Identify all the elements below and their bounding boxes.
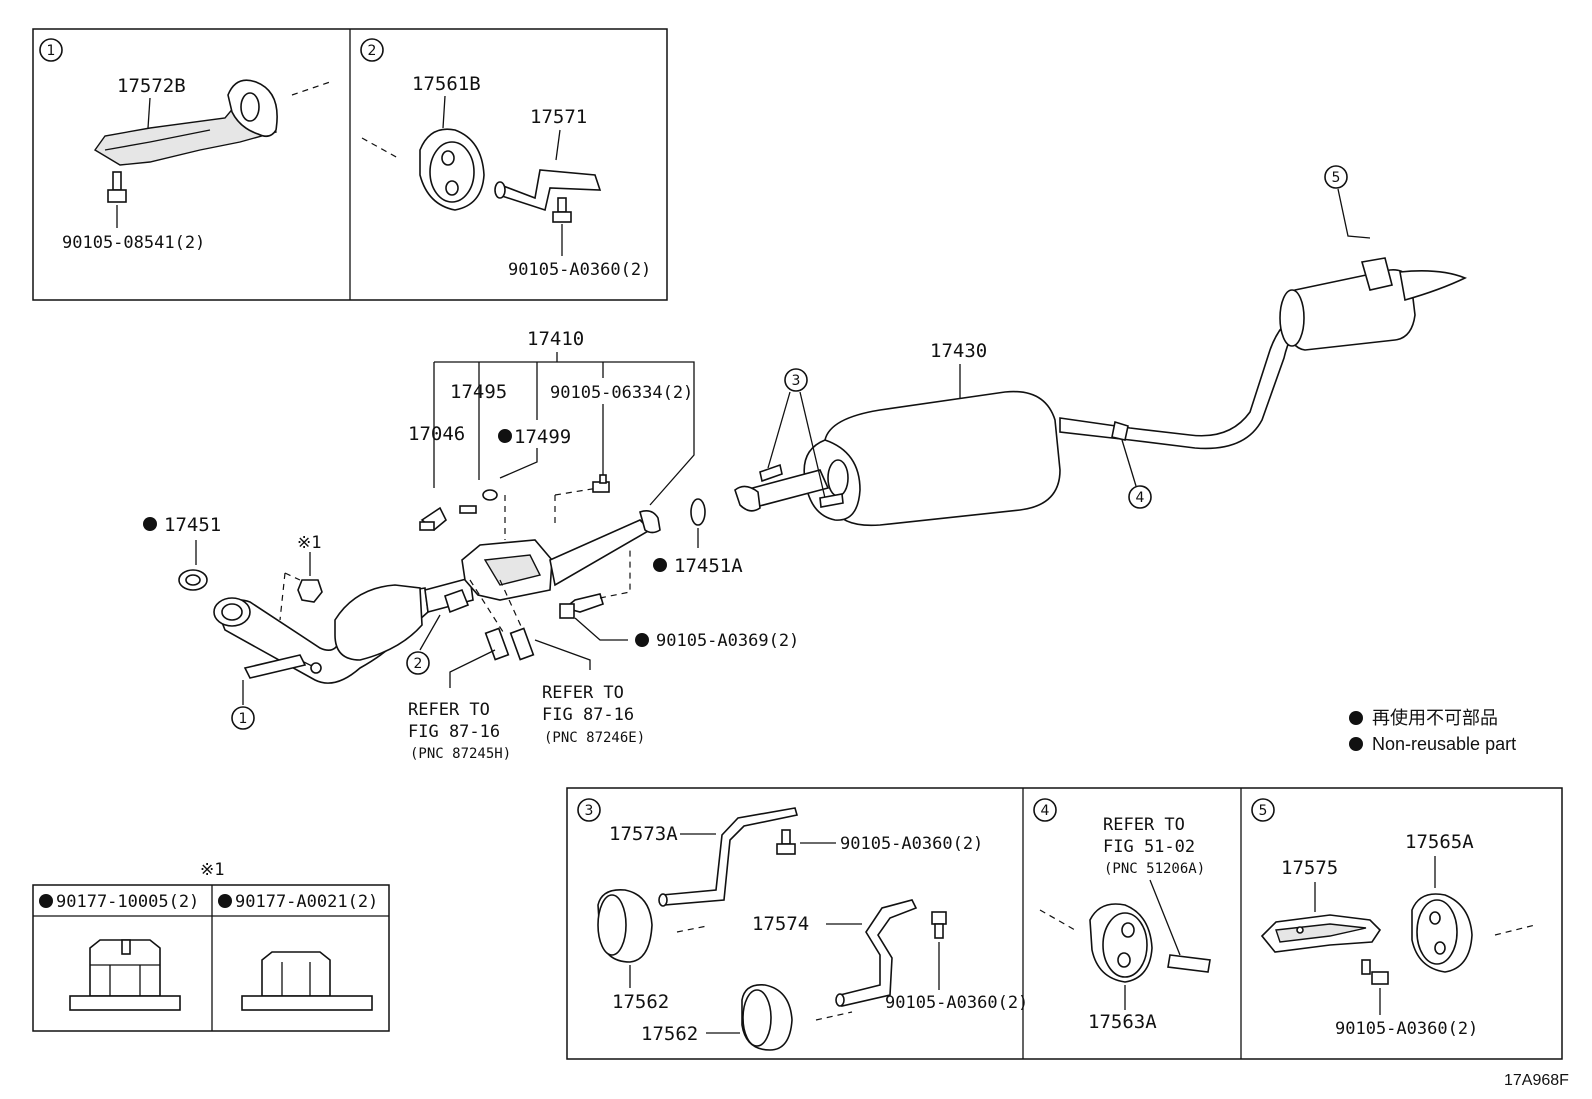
rubber-hanger-17563a-part bbox=[1089, 903, 1153, 983]
part-label-17561b[interactable]: 17561B bbox=[412, 73, 481, 95]
callout-2-main-label: 2 bbox=[414, 656, 423, 672]
flange-mid-pipe-part bbox=[461, 510, 661, 601]
rubber-hanger-17561b-part bbox=[419, 128, 485, 211]
refer-right-line2[interactable]: FIG 87-16 bbox=[542, 705, 634, 725]
legend-dot-jp bbox=[1349, 711, 1363, 725]
nut-table bbox=[32, 884, 390, 1032]
part-label-17562-a[interactable]: 17562 bbox=[612, 991, 669, 1013]
callout-3-box: 3 bbox=[577, 798, 601, 822]
callout-3-main: 3 bbox=[784, 368, 808, 392]
refer-left-line1[interactable]: REFER TO bbox=[408, 700, 490, 720]
callout-3-main-label: 3 bbox=[792, 373, 801, 389]
gasket-17451a-part bbox=[690, 498, 706, 526]
part-label-90105-08541[interactable]: 90105-08541(2) bbox=[62, 233, 205, 253]
callout-1-main: 1 bbox=[231, 706, 255, 730]
bolt-box3a-part bbox=[776, 829, 796, 855]
note-mark-1-table: ※1 bbox=[200, 860, 224, 880]
non-reusable-dot-90105-a0369 bbox=[635, 633, 649, 647]
nut-main-part bbox=[297, 579, 323, 603]
callout-4-main-label: 4 bbox=[1136, 490, 1145, 506]
bolt-box5-part bbox=[1361, 959, 1389, 985]
bracket-17572b-part bbox=[93, 79, 278, 166]
callout-4-box-label: 4 bbox=[1041, 803, 1050, 819]
part-label-17573a[interactable]: 17573A bbox=[609, 823, 678, 845]
refer-box4-line2[interactable]: FIG 51-02 bbox=[1103, 837, 1195, 857]
legend-english: Non-reusable part bbox=[1372, 734, 1516, 754]
ring-17499-part bbox=[482, 489, 498, 501]
part-label-17565a[interactable]: 17565A bbox=[1405, 831, 1474, 853]
hanger-17573a-part bbox=[658, 807, 799, 907]
tail-muffler-part bbox=[1279, 257, 1467, 351]
nut-90177-10005-part bbox=[69, 939, 181, 1011]
callout-5-main: 5 bbox=[1324, 165, 1348, 189]
bracket-17575-part bbox=[1260, 914, 1382, 953]
bolt-90105-06334-part bbox=[592, 474, 610, 493]
hanger-17574-part bbox=[835, 899, 918, 1007]
bolt-90105-a0360-box2-part bbox=[552, 197, 572, 223]
non-reusable-dot-90177-a0021 bbox=[218, 894, 232, 908]
part-label-90105-a0360-box2[interactable]: 90105-A0360(2) bbox=[508, 260, 651, 280]
callout-3-box-label: 3 bbox=[585, 803, 594, 819]
refer-box4-line3[interactable]: (PNC 51206A) bbox=[1104, 861, 1205, 877]
part-label-17495[interactable]: 17495 bbox=[450, 381, 507, 403]
bolt-90105-a0369-part bbox=[559, 593, 604, 619]
part-label-90177-10005[interactable]: 90177-10005(2) bbox=[56, 892, 199, 912]
refer-right-line3[interactable]: (PNC 87246E) bbox=[544, 730, 645, 746]
non-reusable-dot-17499 bbox=[498, 429, 512, 443]
stud-17495-part bbox=[459, 505, 477, 514]
callout-5-box-label: 5 bbox=[1259, 803, 1268, 819]
legend-japanese: 再使用不可部品 bbox=[1372, 708, 1498, 728]
callout-2-box: 2 bbox=[360, 38, 384, 62]
front-pipe-catalytic-converter-part bbox=[213, 576, 474, 684]
gasket-17046-part bbox=[419, 506, 447, 532]
part-label-17430[interactable]: 17430 bbox=[930, 340, 987, 362]
muffler-17430-part bbox=[734, 310, 1303, 527]
nut-90177-a0021-part bbox=[241, 951, 373, 1011]
legend-dot-en bbox=[1349, 737, 1363, 751]
part-label-17574[interactable]: 17574 bbox=[752, 913, 809, 935]
part-label-90105-a0360-box3a[interactable]: 90105-A0360(2) bbox=[840, 834, 983, 854]
part-label-90105-a0369[interactable]: 90105-A0369(2) bbox=[656, 631, 799, 651]
part-label-17575[interactable]: 17575 bbox=[1281, 857, 1338, 879]
part-label-17571[interactable]: 17571 bbox=[530, 106, 587, 128]
callout-5-box: 5 bbox=[1251, 798, 1275, 822]
callout-4-box: 4 bbox=[1033, 798, 1057, 822]
part-label-90105-06334[interactable]: 90105-06334(2) bbox=[550, 383, 693, 403]
part-label-17046[interactable]: 17046 bbox=[408, 423, 465, 445]
part-label-90105-a0360-box3b[interactable]: 90105-A0360(2) bbox=[885, 993, 1028, 1013]
callout-2-label: 2 bbox=[368, 43, 377, 59]
callout-1-label: 1 bbox=[47, 43, 56, 59]
part-label-17451[interactable]: 17451 bbox=[164, 514, 221, 536]
rubber-hanger-17562a-part bbox=[597, 888, 653, 963]
non-reusable-dot-17451 bbox=[143, 517, 157, 531]
non-reusable-dot-90177-10005 bbox=[39, 894, 53, 908]
callout-5-main-label: 5 bbox=[1332, 170, 1341, 186]
hanger-17571-part bbox=[494, 169, 602, 212]
part-label-17410[interactable]: 17410 bbox=[527, 328, 584, 350]
part-label-17451a[interactable]: 17451A bbox=[674, 555, 743, 577]
part-label-90105-a0360-box5[interactable]: 90105-A0360(2) bbox=[1335, 1019, 1478, 1039]
bolt-90105-08541-part bbox=[107, 171, 127, 203]
part-label-17563a[interactable]: 17563A bbox=[1088, 1011, 1157, 1033]
refer-left-line2[interactable]: FIG 87-16 bbox=[408, 722, 500, 742]
non-reusable-dot-17451a bbox=[653, 558, 667, 572]
bolt-box3b-part bbox=[931, 911, 947, 939]
part-label-17572b[interactable]: 17572B bbox=[117, 75, 186, 97]
note-mark-1-main: ※1 bbox=[297, 533, 321, 553]
callout-2-main: 2 bbox=[406, 651, 430, 675]
diagram-code: 17A968F bbox=[1504, 1072, 1569, 1089]
rubber-hanger-17562b-part bbox=[741, 983, 793, 1051]
refer-left-line3[interactable]: (PNC 87245H) bbox=[410, 746, 511, 762]
callout-4-main: 4 bbox=[1128, 485, 1152, 509]
refer-right-line1[interactable]: REFER TO bbox=[542, 683, 624, 703]
callout-1-main-label: 1 bbox=[239, 711, 248, 727]
part-label-17562-b[interactable]: 17562 bbox=[641, 1023, 698, 1045]
refer-box4-line1[interactable]: REFER TO bbox=[1103, 815, 1185, 835]
part-label-17499[interactable]: 17499 bbox=[514, 426, 571, 448]
part-label-90177-a0021[interactable]: 90177-A0021(2) bbox=[235, 892, 378, 912]
rubber-hanger-17565a-part bbox=[1411, 893, 1473, 973]
callout-1-box: 1 bbox=[39, 38, 63, 62]
detail-box-3-4-5 bbox=[566, 787, 1563, 1060]
